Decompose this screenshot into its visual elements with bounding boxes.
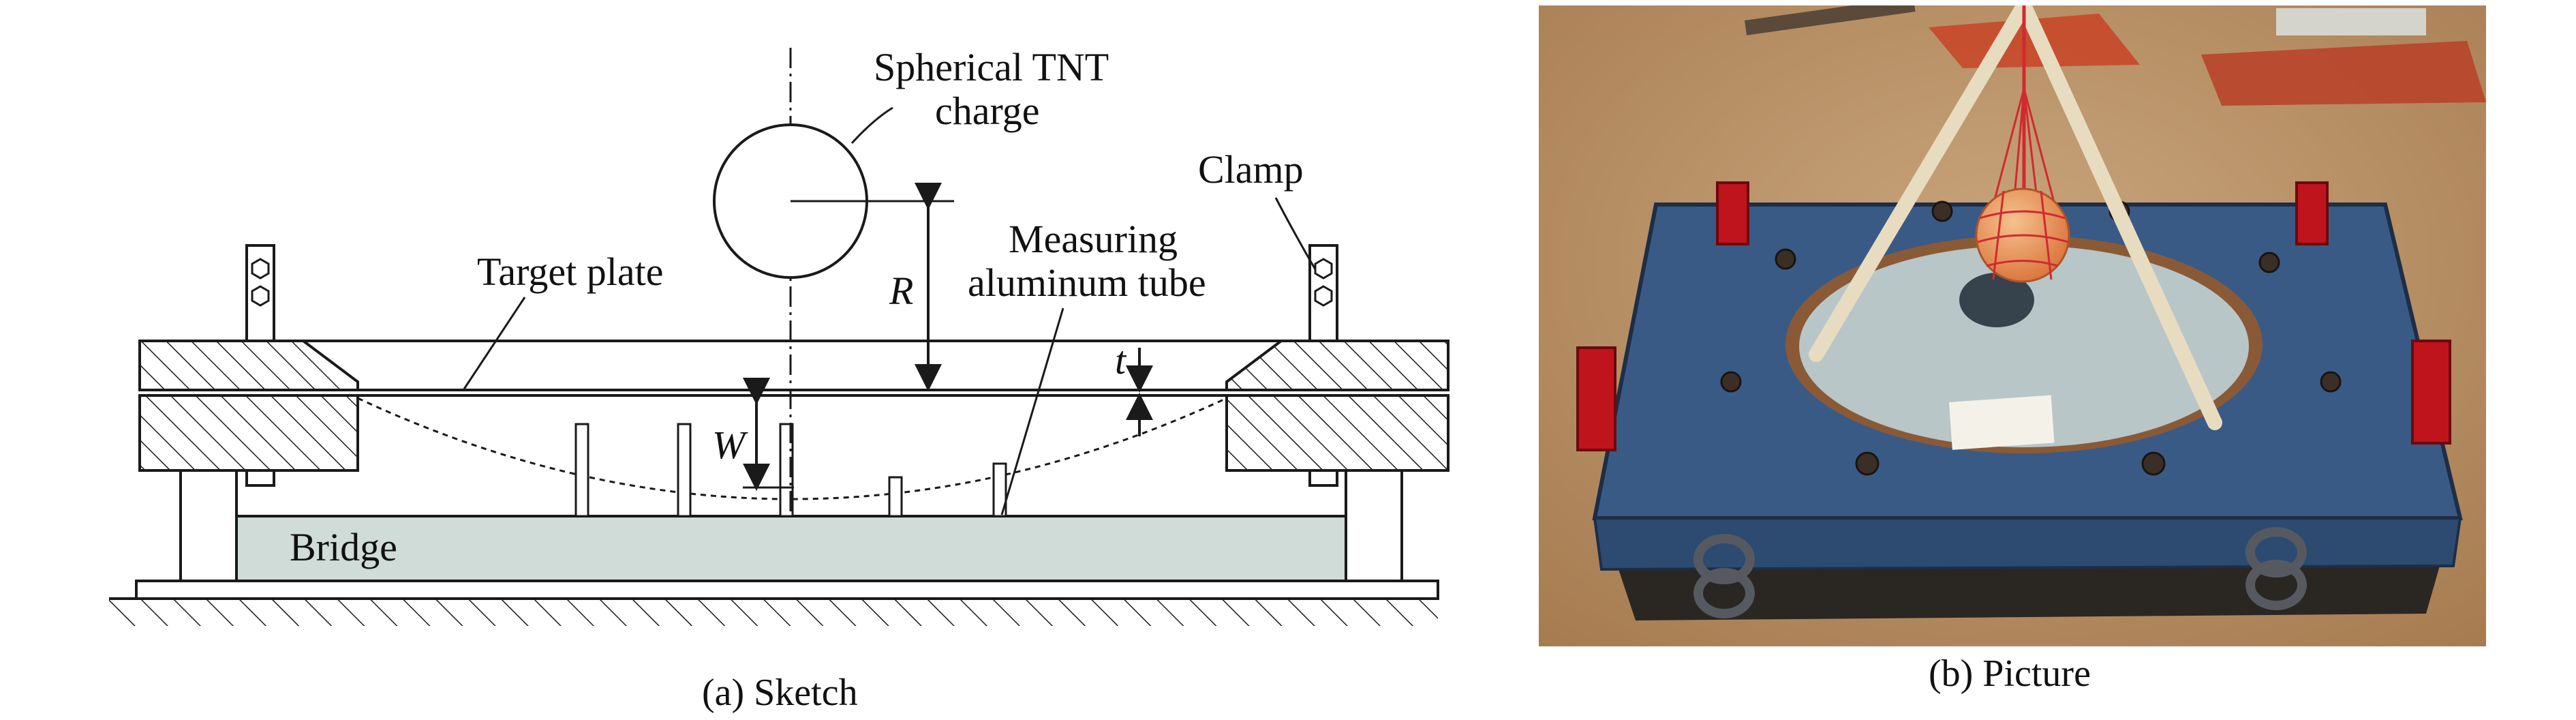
target-plate: [358, 389, 1227, 397]
target-plate-label: Target plate: [477, 250, 663, 294]
left-leg-outer: [179, 469, 238, 582]
clamp-leader: [1274, 197, 1317, 270]
bridge-label: Bridge: [290, 525, 397, 569]
tube-label-line1: Measuring: [1009, 217, 1178, 261]
charge-leader: [850, 106, 893, 145]
thickness-symbol: t: [1115, 338, 1127, 382]
photo: [1539, 5, 2486, 646]
right-clamp: [1308, 244, 1338, 342]
deformed-plate-curve: [357, 397, 1227, 500]
picture-panel: (b) Picture: [1539, 5, 2486, 695]
standoff-symbol: R: [889, 269, 913, 313]
bridge: [235, 515, 1347, 582]
right-leg-outer: [1345, 469, 1403, 582]
clamp-label: Clamp: [1198, 147, 1304, 192]
picture-caption: (b) Picture: [1929, 652, 2091, 695]
right-frame: [1225, 340, 1450, 487]
base-plate: [135, 580, 1439, 600]
tube-leader: [1000, 308, 1064, 515]
photo-clamps: [1576, 181, 2451, 451]
ground: [109, 597, 1438, 626]
paper-note: [1949, 395, 2055, 450]
sketch-caption: (a) Sketch: [702, 672, 858, 714]
left-clamp: [245, 244, 275, 342]
deflection-symbol: W: [712, 423, 748, 467]
tube-label-line2: aluminum tube: [968, 260, 1206, 305]
left-frame: [138, 340, 359, 487]
sketch-panel: Bridge: [109, 45, 1450, 714]
charge-label-line1: Spherical TNT: [874, 45, 1109, 89]
target-plate-leader: [462, 297, 526, 391]
charge-label-line2: charge: [935, 89, 1040, 133]
